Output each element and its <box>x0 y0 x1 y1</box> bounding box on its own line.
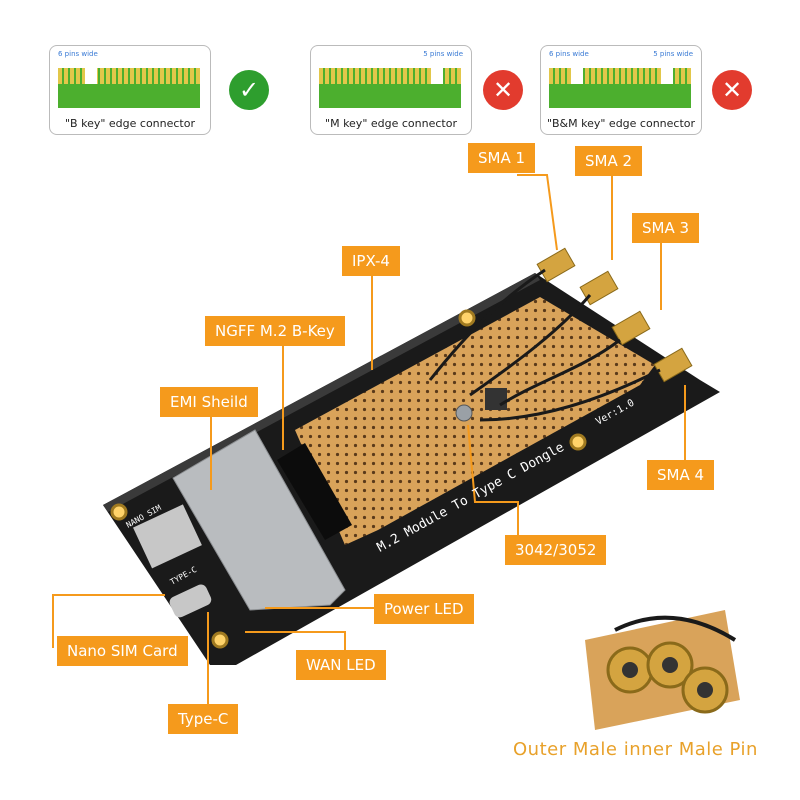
usb-c-port <box>169 584 212 618</box>
connector-caption: "B&M key" edge connector <box>546 117 696 130</box>
label-wan-led: WAN LED <box>296 650 386 680</box>
m2-slot <box>277 443 352 540</box>
pins-width-label: 5 pins wide <box>653 50 693 58</box>
pins-width-label: 6 pins wide <box>549 50 589 58</box>
b-key-card: 6 pins wide "B key" edge connector <box>49 45 211 135</box>
label-sma4: SMA 4 <box>647 460 715 490</box>
label-emi: EMI Sheild <box>160 387 258 417</box>
pins-width-label: 5 pins wide <box>423 50 463 58</box>
sim-slot <box>133 504 202 569</box>
label-sma3: SMA 3 <box>632 213 700 243</box>
check-icon: ✓ <box>229 70 269 110</box>
footer-caption: Outer Male inner Male Pin <box>513 739 758 760</box>
label-sma2: SMA 2 <box>575 146 643 176</box>
label-power-led: Power LED <box>374 594 474 624</box>
label-ipx4: IPX-4 <box>342 246 400 276</box>
label-sma1: SMA 1 <box>468 143 536 173</box>
bm-key-card: 6 pins wide 5 pins wide "B&M key" edge c… <box>540 45 702 135</box>
pins-width-label: 6 pins wide <box>58 50 98 58</box>
cross-icon: ✕ <box>712 70 752 110</box>
emi-shield <box>172 429 346 611</box>
connector-caption: "M key" edge connector <box>325 117 457 130</box>
label-sim: Nano SIM Card <box>57 636 188 666</box>
label-size: 3042/3052 <box>505 535 607 565</box>
label-typec: Type-C <box>168 704 239 734</box>
m-key-card: 5 pins wide "M key" edge connector <box>310 45 472 135</box>
connector-closeup-image <box>575 600 740 730</box>
proto-area <box>295 297 655 545</box>
cross-icon: ✕ <box>483 70 523 110</box>
label-ngff: NGFF M.2 B-Key <box>205 316 345 346</box>
connector-caption: "B key" edge connector <box>64 117 195 130</box>
